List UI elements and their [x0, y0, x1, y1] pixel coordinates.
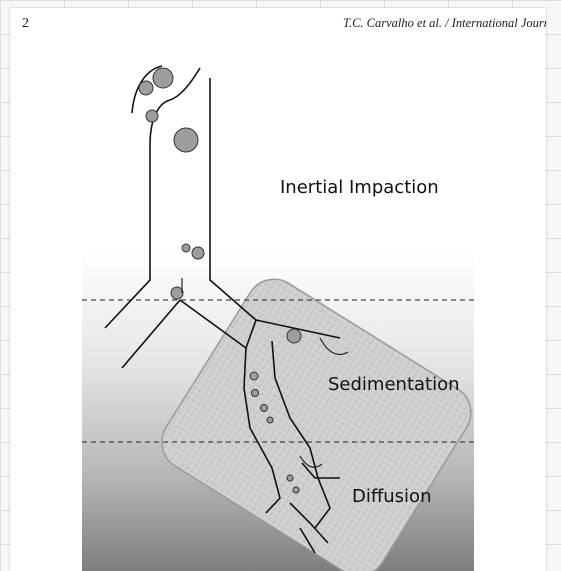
label-diffusion: Diffusion	[352, 486, 431, 507]
paper-page: 2 T.C. Carvalho et al. / International J…	[10, 8, 546, 571]
label-sedimentation: Sedimentation	[328, 374, 460, 395]
deposition-mechanisms-figure: Inertial Impaction Sedimentation Diffusi…	[10, 8, 546, 571]
label-inertial-impaction: Inertial Impaction	[280, 177, 439, 198]
